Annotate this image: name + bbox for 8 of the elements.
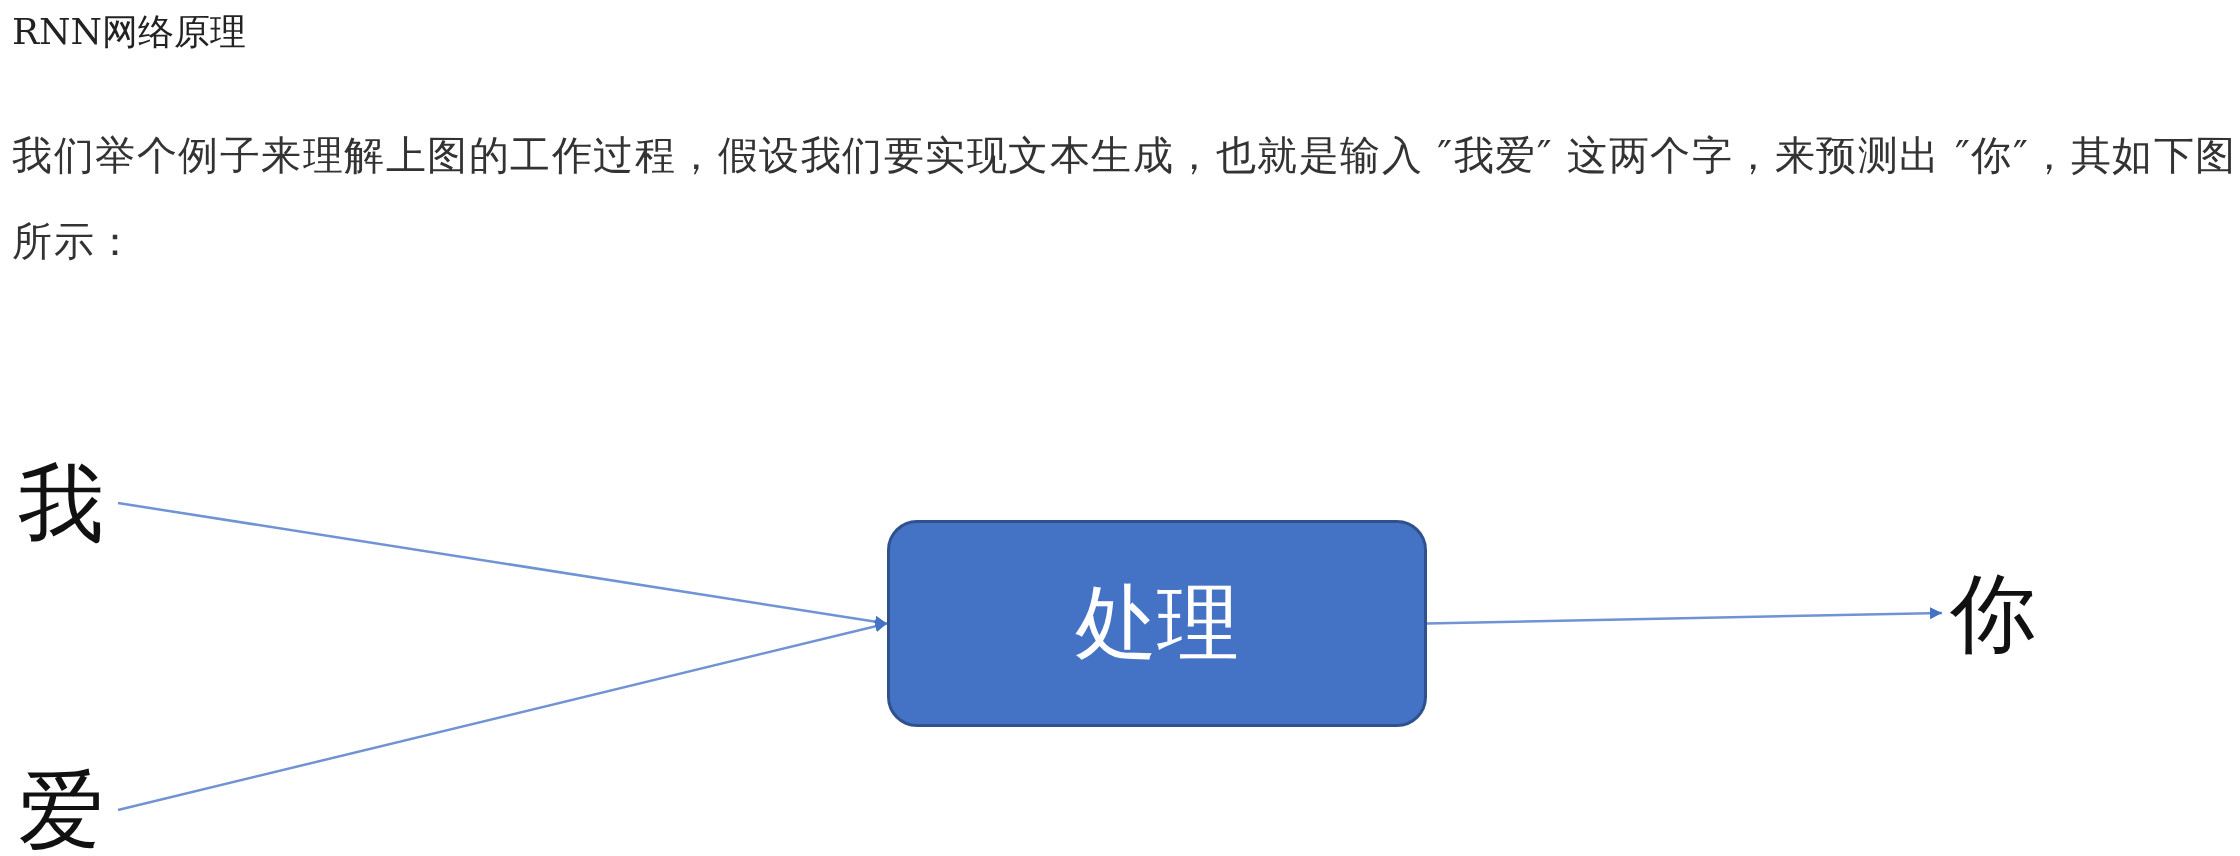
arrow — [1426, 607, 1943, 625]
node-text: 爱 — [18, 762, 110, 856]
heading: RNN网络原理 — [12, 10, 247, 54]
node-text: 你 — [1950, 565, 2042, 661]
node-text: 我 — [18, 455, 110, 551]
arrow — [117, 620, 888, 812]
process-box: 处理 — [887, 520, 1427, 727]
paragraph: 我们举个例子来理解上图的工作过程，假设我们要实现文本生成，也就是输入 ″我爱″ 这两个字，来预测出 ″你″，其如下图所示： — [12, 131, 2237, 266]
